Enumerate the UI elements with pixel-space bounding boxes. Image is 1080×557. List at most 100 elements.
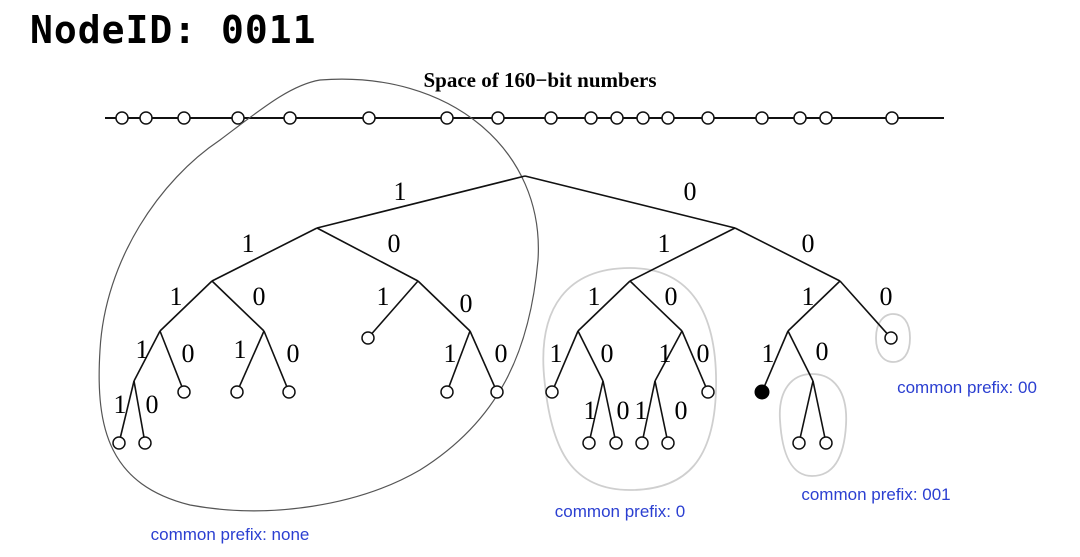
group-outlines (98, 78, 911, 512)
tree-edge (446, 330, 471, 393)
edge-label: 1 (635, 396, 648, 425)
tree-edge (681, 330, 709, 393)
edge-label: 0 (665, 282, 678, 311)
tree-edge (159, 330, 185, 393)
leaf-node (582, 436, 596, 450)
edge-label: 0 (495, 339, 508, 368)
space-node (231, 111, 245, 125)
tree-edge (133, 330, 161, 382)
leaf-node (138, 436, 152, 450)
prefix-captions: common prefix: none common prefix: 0 com… (151, 378, 1037, 544)
space-node (885, 111, 899, 125)
prefix-label-0: common prefix: 0 (555, 502, 685, 521)
edge-label: 0 (182, 339, 195, 368)
space-node (584, 111, 598, 125)
tree-edge (263, 330, 290, 393)
tree-edge (812, 380, 827, 444)
group-outline-00 (875, 313, 911, 363)
tree-edge (629, 280, 683, 332)
edge-label: 0 (601, 339, 614, 368)
tree-edge (787, 330, 814, 382)
tree-edge (524, 175, 736, 229)
edge-label: 1 (234, 335, 247, 364)
tree-edge (159, 280, 213, 332)
space-node (440, 111, 454, 125)
space-node (544, 111, 558, 125)
leaf-node (361, 331, 375, 345)
space-node (701, 111, 715, 125)
space-node (115, 111, 129, 125)
edge-label: 1 (659, 339, 672, 368)
space-node (755, 111, 769, 125)
number-line (105, 111, 944, 125)
space-node (636, 111, 650, 125)
space-node (362, 111, 376, 125)
tree-edge (588, 380, 604, 444)
edge-label: 1 (588, 282, 601, 311)
tree-edge (654, 380, 669, 444)
edge-label: 0 (675, 396, 688, 425)
tree-edge (787, 280, 841, 332)
edge-label: 0 (880, 282, 893, 311)
space-node (491, 111, 505, 125)
tree-edge (654, 330, 683, 382)
edge-label: 1 (802, 282, 815, 311)
edge-label: 1 (136, 335, 149, 364)
leaf-node (792, 436, 806, 450)
node-id-title: NodeID: 0011 (30, 8, 317, 52)
edge-label: 1 (584, 396, 597, 425)
edge-labels: 1 0 1 0 1 0 1 0 1 0 1 0 1 0 1 0 1 0 1 0 … (114, 177, 893, 425)
tree-edge (839, 280, 892, 339)
tree-edge (577, 330, 604, 382)
edge-label: 1 (658, 229, 671, 258)
leaf-node (230, 385, 244, 399)
leaf-nodes (112, 331, 898, 450)
space-node (661, 111, 675, 125)
tree-edge (734, 227, 841, 282)
tree-edge (211, 227, 318, 282)
edge-label: 0 (253, 282, 266, 311)
edge-label: 1 (550, 339, 563, 368)
group-outline-001 (779, 373, 847, 477)
leaf-node (440, 385, 454, 399)
space-node (283, 111, 297, 125)
group-outline-none (98, 78, 539, 512)
tree-edge (236, 330, 265, 393)
edge-label: 0 (388, 229, 401, 258)
space-node (793, 111, 807, 125)
edge-label: 0 (684, 177, 697, 206)
edge-label: 0 (146, 390, 159, 419)
edge-label: 0 (287, 339, 300, 368)
edge-label: 1 (444, 339, 457, 368)
tree-edge (211, 280, 265, 332)
leaf-node (819, 436, 833, 450)
edge-label: 1 (394, 177, 407, 206)
tree-edge (316, 227, 419, 282)
leaf-node (282, 385, 296, 399)
tree-edge (641, 380, 656, 444)
leaf-node (112, 436, 126, 450)
tree-edge (798, 380, 814, 444)
tree-edge (118, 380, 135, 444)
edge-label: 1 (242, 229, 255, 258)
leaf-node (884, 331, 898, 345)
tree-edge (417, 280, 471, 332)
prefix-label-00: common prefix: 00 (897, 378, 1037, 397)
space-node (819, 111, 833, 125)
leaf-node (490, 385, 504, 399)
self-node (754, 384, 770, 400)
edge-label: 1 (377, 282, 390, 311)
tree-edge (469, 330, 498, 393)
leaf-node (661, 436, 675, 450)
tree-edge (761, 330, 789, 393)
group-outline-0 (542, 267, 717, 491)
edge-label: 1 (114, 390, 127, 419)
tree-edge (629, 227, 736, 282)
tree-edge (602, 380, 617, 444)
edge-label: 0 (816, 337, 829, 366)
space-node (177, 111, 191, 125)
tree-edge (367, 280, 419, 339)
space-node (610, 111, 624, 125)
